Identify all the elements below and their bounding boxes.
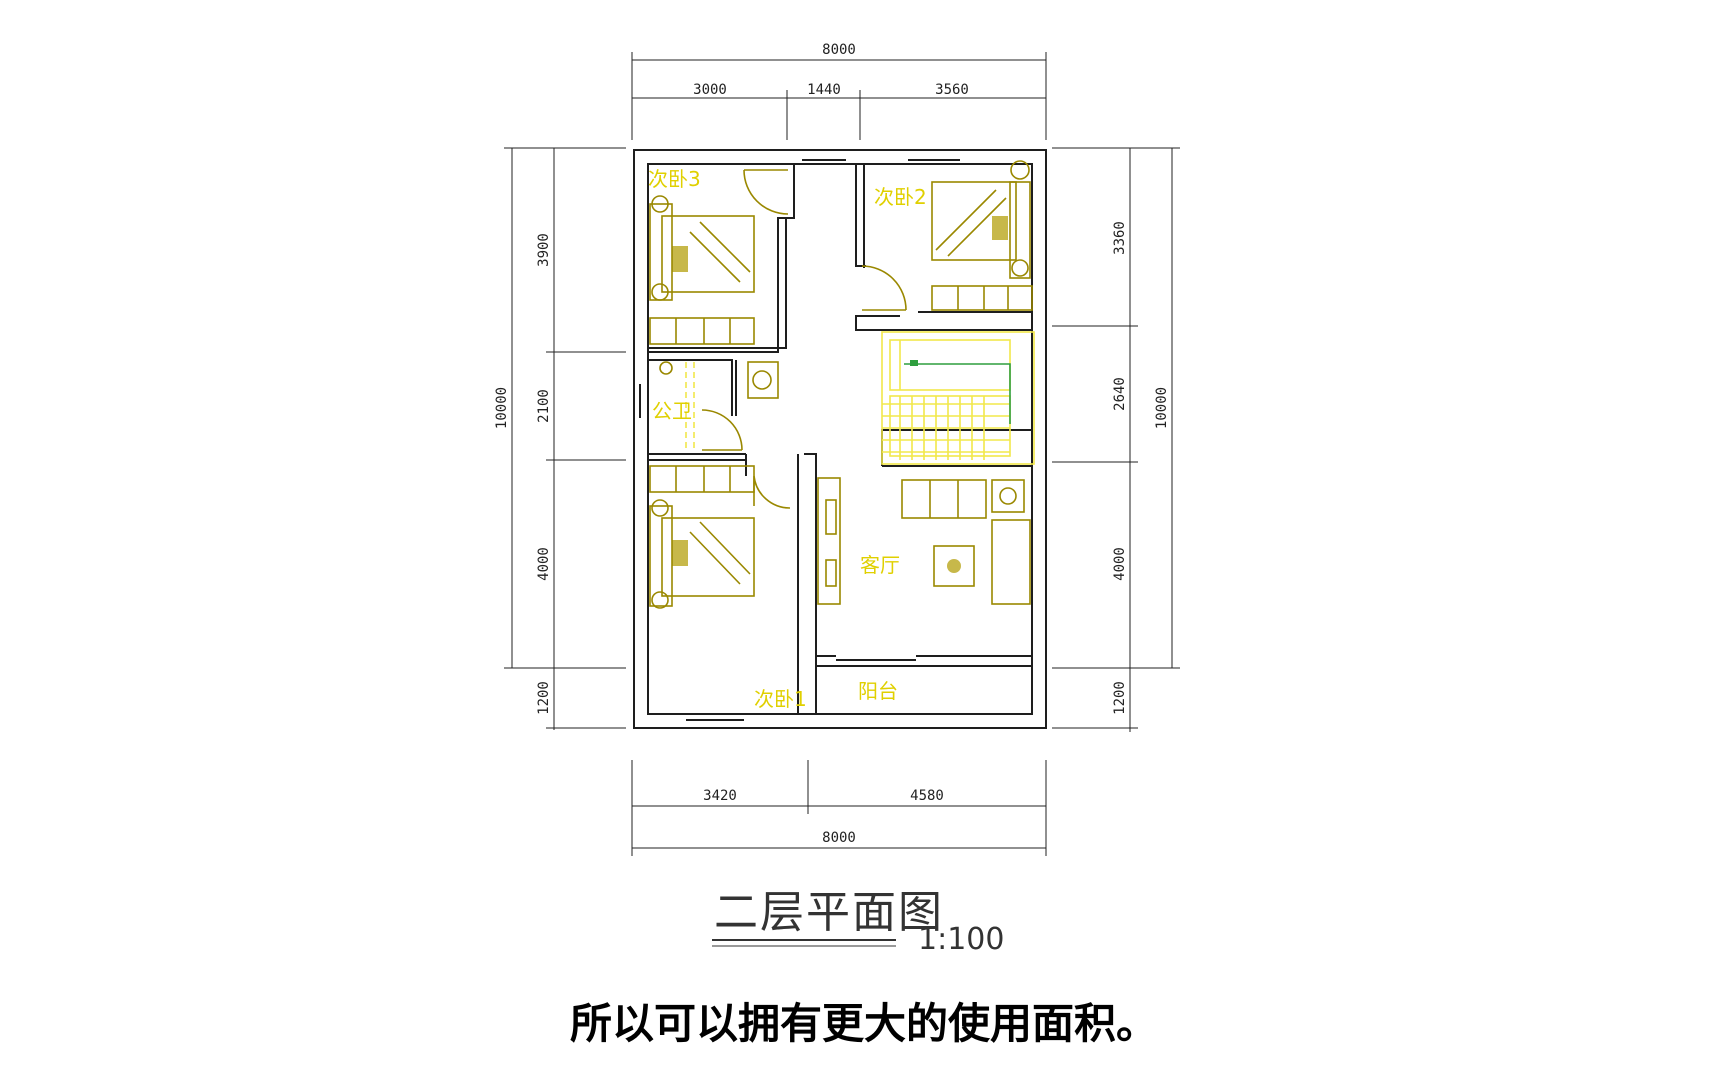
- right-dimensions: 3360 2640 4000 1200 10000: [1052, 147, 1180, 732]
- top-dimensions: 8000 3000 1440 3560: [631, 42, 1047, 140]
- bedroom3-furniture: [649, 195, 755, 345]
- subtitle-caption: 所以可以拥有更大的使用面积。: [569, 999, 1158, 1048]
- right-dim-1: 3360: [1112, 221, 1128, 255]
- room-label-balcony: 阳台: [858, 679, 898, 703]
- doors: [701, 169, 907, 509]
- right-dim-3: 4000: [1112, 547, 1128, 581]
- bottom-dim-1: 3420: [703, 788, 737, 804]
- staircase: [881, 331, 1035, 465]
- bottom-dimensions: 3420 4580 8000: [631, 760, 1047, 856]
- room-label-bedroom2: 次卧2: [874, 185, 927, 209]
- plan-title: 二层平面图: [714, 887, 944, 938]
- top-total-dim: 8000: [822, 42, 856, 58]
- left-dim-1: 3900: [536, 233, 552, 267]
- top-dim-2: 1440: [807, 82, 841, 98]
- top-dim-1: 3000: [693, 82, 727, 98]
- room-label-bedroom3: 次卧3: [648, 167, 701, 191]
- room-label-bedroom1: 次卧1: [754, 687, 807, 711]
- bedroom2-furniture: [931, 160, 1033, 311]
- left-dim-4: 1200: [536, 681, 552, 715]
- left-dim-2: 2100: [536, 389, 552, 423]
- left-dim-3: 4000: [536, 547, 552, 581]
- room-label-living: 客厅: [860, 553, 900, 577]
- left-dimensions: 10000 3900 2100 4000 1200: [494, 147, 626, 730]
- right-dim-4: 1200: [1112, 681, 1128, 715]
- room-labels: 次卧3 次卧2 公卫 客厅 次卧1 阳台: [648, 167, 927, 711]
- bathroom-fixtures: [659, 361, 779, 452]
- room-label-bath: 公卫: [652, 399, 692, 423]
- title-underline: [712, 939, 896, 947]
- right-total-dim: 10000: [1154, 387, 1170, 429]
- bottom-dim-2: 4580: [910, 788, 944, 804]
- plan-scale: 1:100: [918, 922, 1005, 957]
- right-dim-2: 2640: [1112, 377, 1128, 411]
- left-total-dim: 10000: [494, 387, 510, 429]
- bottom-total-dim: 8000: [822, 830, 856, 846]
- top-dim-3: 3560: [935, 82, 969, 98]
- bedroom1-furniture: [649, 465, 755, 609]
- living-furniture: [817, 477, 1031, 605]
